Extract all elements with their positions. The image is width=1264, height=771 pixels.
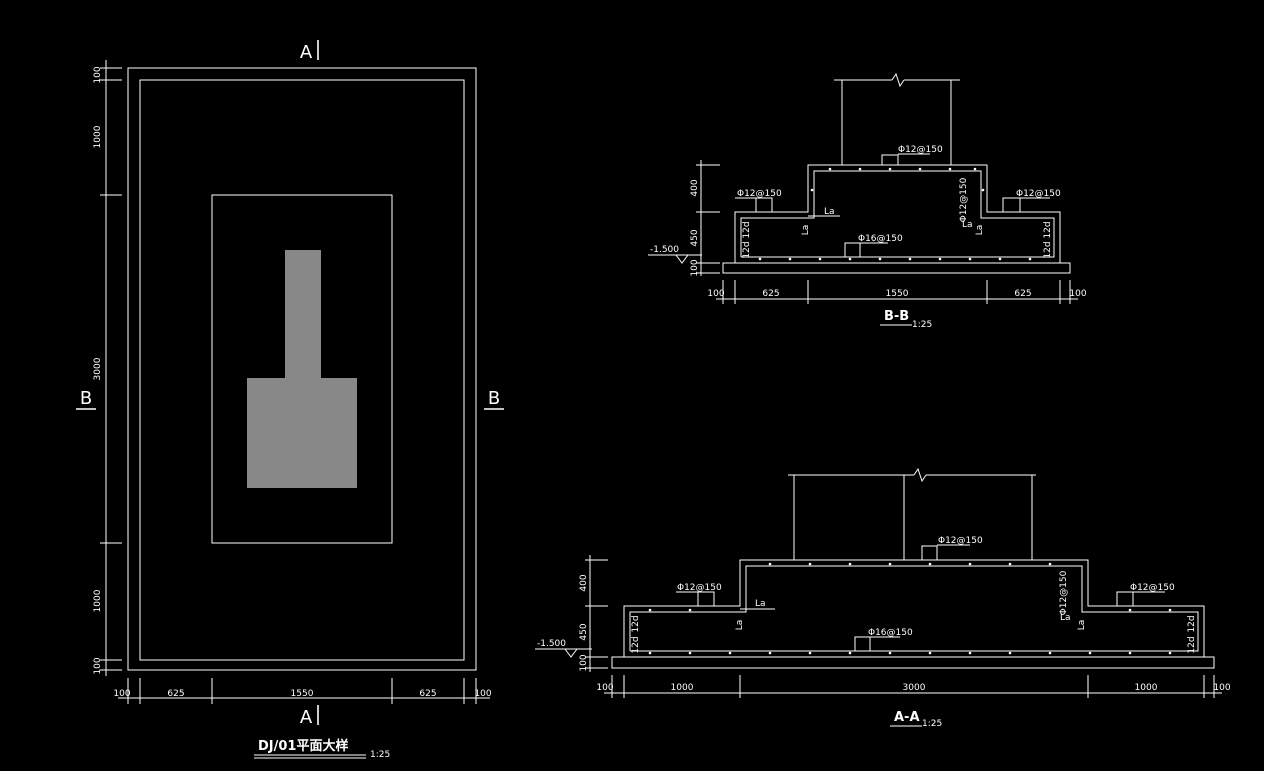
bb-12d-top-right: 12d [1043,221,1053,238]
plan-outer-pad [127,67,477,671]
aa-la-vert-left: La [735,620,745,631]
plan-section-b-left: B [80,388,92,409]
plan-dim-h-4: 625 [419,689,436,699]
bb-12d-bot-right: 12d [1043,241,1053,258]
aa-scale: 1:25 [922,719,942,729]
aa-12d-top-left: 12d [631,615,641,632]
plan-horizontal-dimension: 100 625 1550 625 100 [113,678,492,704]
aa-rebar-dots [648,562,1172,655]
aa-la-left: La [755,599,766,609]
bb-dim-h-2: 625 [762,289,779,299]
bb-la-right: La [962,220,973,230]
plan-dim-v-5: 100 [93,657,103,674]
plan-scale: 1:25 [370,750,390,760]
plan-dim-v-4: 1000 [93,589,103,612]
bb-12d-top-left: 12d [742,221,752,238]
bb-dim-h-5: 100 [1069,289,1086,299]
bb-rebar-bottom: Φ16@150 [858,234,903,244]
plan-vertical-dimension: 100 1000 3000 1000 100 [93,60,122,676]
aa-rebar-right-vertical: Φ12@150 [1059,570,1069,615]
bb-12d-bot-left: 12d [742,241,752,258]
plan-base [139,79,465,661]
aa-rebar-right: Φ12@150 [1130,583,1175,593]
bb-rebar-right: Φ12@150 [1016,189,1061,199]
plan-dim-v-1: 100 [93,66,103,83]
bb-dim-h-1: 100 [707,289,724,299]
aa-rebar-top: Φ12@150 [938,536,983,546]
plan-pedestal [211,194,393,544]
bb-rebar-cage [740,170,1055,258]
aa-la-right: La [1060,613,1071,623]
section-bb: Φ12@150 Φ12@150 Φ12@150 Φ12@150 Φ16@150 … [648,72,1087,330]
aa-12d-bot-right: 12d [1187,636,1197,653]
plan-section-b-right: B [488,388,500,409]
aa-title: A-A [894,710,920,725]
aa-12d-top-right: 12d [1187,615,1197,632]
bb-rebar-dots [758,167,1032,261]
bb-elevation: -1.500 [650,245,679,255]
bb-dim-v-2: 450 [690,229,700,246]
bb-title: B-B [884,309,909,324]
plan-dim-v-3: 3000 [93,357,103,380]
aa-elevation: -1.500 [537,639,566,649]
bb-dim-v-3: 100 [690,259,700,276]
aa-rebar-bottom: Φ16@150 [868,628,913,638]
aa-12d-bot-left: 12d [631,636,641,653]
aa-dim-v-1: 400 [579,574,589,591]
aa-la-vert-right: La [1077,620,1087,631]
bb-footing-outline [734,164,1061,263]
aa-dim-h-3: 3000 [903,683,926,693]
plan-dim-h-2: 625 [167,689,184,699]
bb-dim-h-4: 625 [1014,289,1031,299]
bb-dim-v-1: 400 [690,179,700,196]
aa-blinding [611,656,1215,669]
plan-section-a-top: A [300,42,313,63]
aa-dim-h-4: 1000 [1135,683,1158,693]
plan-column-lower [247,378,357,488]
bb-rebar-right-vertical: Φ12@150 [959,177,969,222]
bb-rebar-left: Φ12@150 [737,189,782,199]
bb-blinding [722,262,1071,274]
plan-dim-h-3: 1550 [291,689,314,699]
plan-dim-h-1: 100 [113,689,130,699]
bb-la-left: La [824,207,835,217]
plan-dim-v-2: 1000 [93,125,103,148]
section-aa: Φ12@150 Φ12@150 Φ12@150 Φ12@150 Φ16@150 … [535,467,1231,729]
bb-dim-h-3: 1550 [886,289,909,299]
plan-dim-h-5: 100 [474,689,491,699]
plan-view: 100 1000 3000 1000 100 100 625 1550 625 … [76,40,504,760]
aa-dim-h-2: 1000 [671,683,694,693]
aa-dim-h-1: 100 [596,683,613,693]
aa-dim-h-5: 100 [1213,683,1230,693]
plan-title: DJ/01平面大样 [258,738,348,754]
bb-scale: 1:25 [912,320,932,330]
aa-footing-outline [623,559,1205,657]
aa-rebar-left: Φ12@150 [677,583,722,593]
bb-la-vert-left: La [801,225,811,236]
plan-section-a-bottom: A [300,707,313,728]
plan-column-upper [285,250,321,378]
bb-rebar-top: Φ12@150 [898,145,943,155]
aa-dim-v-2: 450 [579,623,589,640]
bb-la-vert-right: La [975,225,985,236]
aa-rebar-cage [629,565,1199,652]
aa-dim-v-3: 100 [579,654,589,671]
